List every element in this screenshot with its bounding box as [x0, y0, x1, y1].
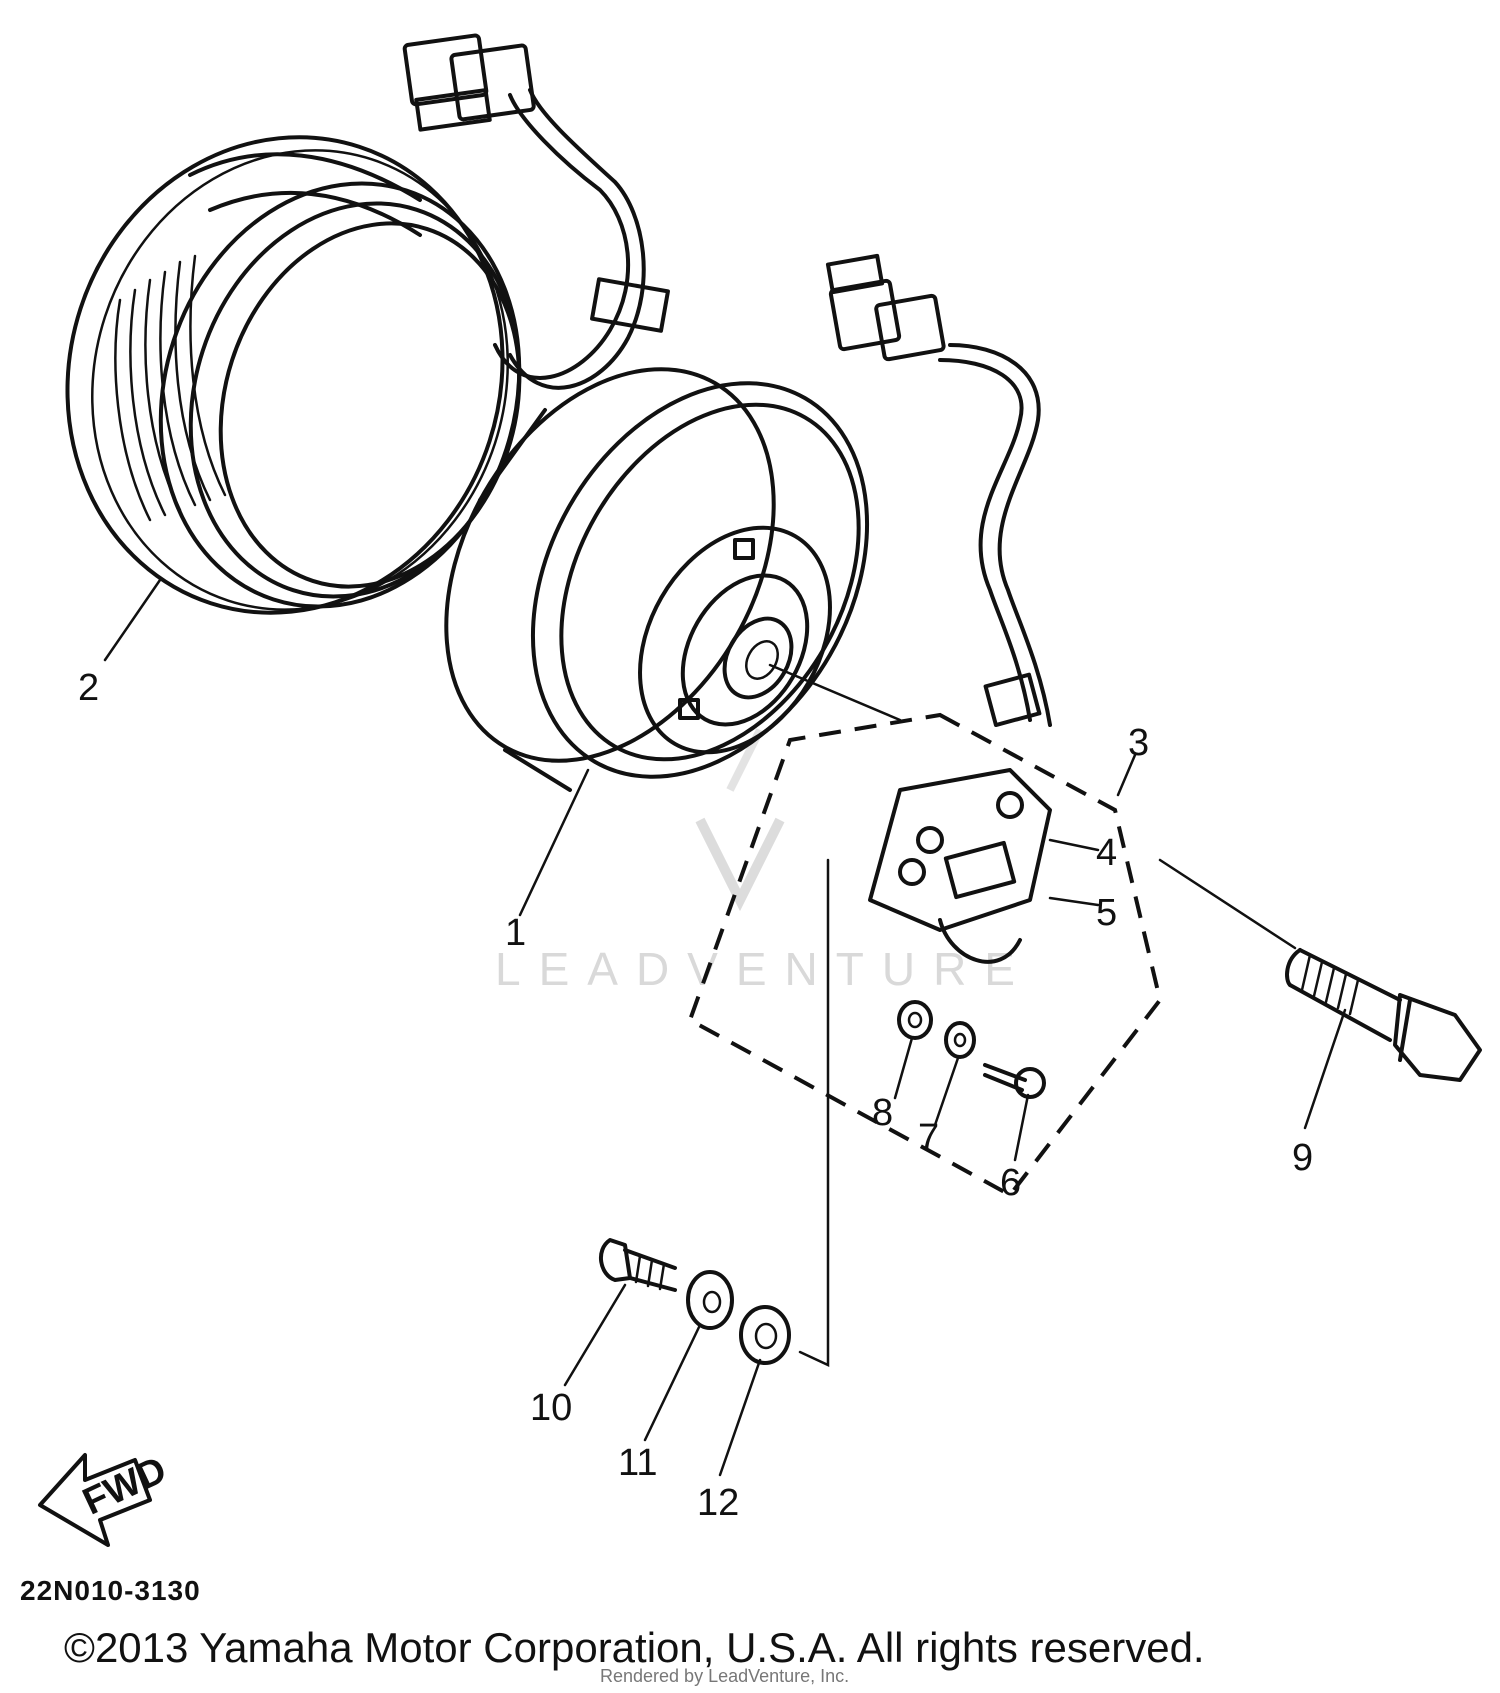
forward-arrow-icon: FWD	[38, 1449, 173, 1547]
callout-10: 10	[530, 1387, 572, 1429]
callout-4: 4	[1096, 832, 1117, 874]
leader-lines	[103, 578, 1347, 1477]
callout-2: 2	[78, 667, 99, 709]
assembly-line-bolt	[1158, 858, 1297, 950]
pickup-coil	[868, 768, 1052, 964]
screw-10	[599, 1238, 677, 1292]
pickup-assembly-outline	[687, 712, 1163, 1198]
bolt-9	[1285, 948, 1482, 1082]
callout-11: 11	[618, 1442, 657, 1484]
forward-arrow-label: FWD	[77, 1449, 173, 1524]
watermark-text: LEADVENTURE	[495, 943, 1033, 995]
callout-7: 7	[918, 1117, 939, 1159]
watermark: LEADVENTURE	[495, 728, 1033, 995]
washer-8	[897, 1000, 933, 1040]
assembly-line-axis	[768, 663, 902, 722]
callout-6: 6	[1000, 1162, 1021, 1204]
callout-12: 12	[697, 1482, 739, 1524]
stator-coil	[65, 135, 522, 615]
callout-3: 3	[1128, 722, 1149, 764]
washer-7	[944, 1021, 976, 1059]
callout-9: 9	[1292, 1137, 1313, 1179]
rotor	[444, 367, 870, 792]
callout-8: 8	[872, 1092, 893, 1134]
screw-6	[983, 1063, 1046, 1099]
callout-5: 5	[1096, 892, 1117, 934]
stator-wire	[493, 88, 670, 390]
pickup-connector	[825, 253, 946, 362]
pickup-wire	[938, 343, 1052, 728]
washer-12	[739, 1305, 791, 1365]
diagram-code: 22N010-3130	[20, 1575, 201, 1606]
rendered-by-note: Rendered by LeadVenture, Inc.	[600, 1666, 850, 1686]
callout-1: 1	[505, 912, 526, 954]
copyright-notice: ©2013 Yamaha Motor Corporation, U.S.A. A…	[64, 1624, 1205, 1671]
assembly-line-pickup-bolts	[798, 858, 830, 1367]
stator-connector	[402, 33, 536, 132]
washer-11	[686, 1270, 734, 1330]
